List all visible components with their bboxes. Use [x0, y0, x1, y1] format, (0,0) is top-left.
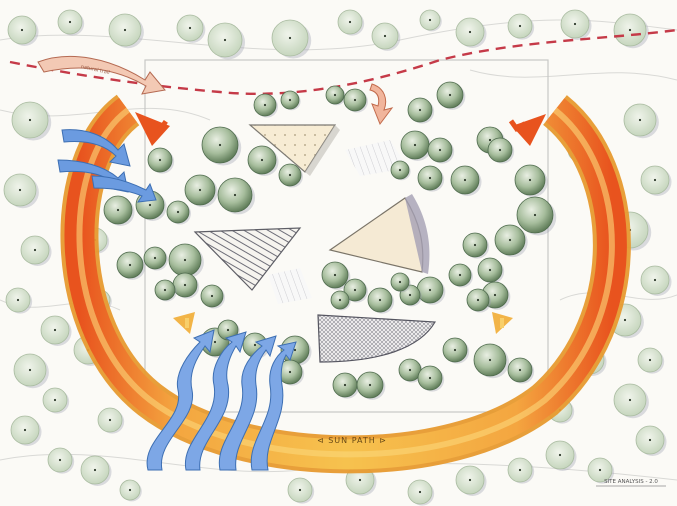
tree-canopy-icon — [391, 273, 411, 292]
tree-canopy-icon — [417, 277, 445, 305]
tree-canopy-icon — [144, 247, 168, 271]
background-tree-icon — [508, 14, 534, 40]
tree-canopy-icon — [418, 366, 444, 392]
background-tree-icon — [456, 18, 487, 48]
tree-canopy-icon — [449, 264, 473, 288]
sun-arrow-right — [509, 114, 546, 146]
background-tree-icon — [4, 174, 39, 208]
tree-canopy-icon — [333, 373, 359, 399]
background-tree-icon — [456, 466, 487, 496]
background-tree-icon — [43, 388, 69, 414]
sheet-title-block: SITE ANALYSIS - 2.0 — [596, 479, 666, 486]
background-tree-icon — [11, 416, 42, 446]
tree-canopy-icon — [515, 165, 548, 197]
background-tree-icon — [288, 478, 314, 504]
tree-canopy-icon — [248, 146, 279, 176]
tree-canopy-icon — [443, 338, 469, 364]
building-fan-crosshatch — [318, 315, 435, 362]
tree-canopy-icon — [326, 86, 346, 105]
background-tree-icon — [624, 104, 659, 138]
background-tree-icon — [208, 23, 245, 59]
sun-arrow-lower-right — [492, 312, 513, 334]
background-tree-icon — [109, 14, 144, 48]
building-fan-light — [330, 194, 429, 274]
tree-canopy-icon — [495, 225, 528, 257]
background-tree-icon — [641, 266, 672, 296]
tree-canopy-icon — [517, 197, 556, 236]
background-tree-icon — [638, 348, 664, 374]
tree-canopy-icon — [408, 98, 434, 124]
tree-canopy-icon — [428, 138, 454, 164]
tree-canopy-icon — [344, 89, 368, 113]
background-tree-icon — [6, 288, 32, 314]
background-tree-icon — [21, 236, 52, 266]
tree-canopy-icon — [104, 196, 135, 226]
background-tree-icon — [561, 10, 592, 40]
tree-canopy-icon — [391, 161, 411, 180]
view-arrow — [370, 84, 392, 124]
background-tree-icon — [408, 480, 434, 506]
background-tree-icon — [508, 458, 534, 484]
background-tree-icon — [48, 448, 74, 474]
tree-canopy-icon — [418, 166, 444, 192]
background-tree-icon — [372, 23, 400, 51]
tree-canopy-icon — [202, 127, 241, 166]
tree-canopy-icon — [451, 166, 482, 196]
sun-path-label: ⊲ SUN PATH ⊳ — [317, 436, 387, 445]
trail-arrow: natural trail — [38, 56, 165, 94]
background-tree-icon — [641, 166, 672, 196]
background-tree-icon — [272, 20, 311, 59]
tree-canopy-icon — [488, 138, 514, 164]
tree-canopy-icon — [508, 358, 534, 384]
tree-canopy-icon — [281, 91, 301, 110]
tree-canopy-icon — [185, 175, 218, 207]
tree-canopy-icon — [254, 94, 278, 118]
background-tree-icon — [41, 316, 72, 346]
background-trees — [4, 10, 672, 506]
sun-arrow-left — [135, 112, 170, 146]
background-tree-icon — [614, 384, 649, 418]
tree-canopy-icon — [117, 252, 145, 280]
tree-canopy-icon — [357, 372, 385, 400]
background-tree-icon — [546, 441, 577, 471]
background-tree-icon — [58, 10, 84, 36]
tree-canopy-icon — [201, 285, 225, 309]
background-tree-icon — [338, 10, 364, 36]
background-tree-icon — [636, 426, 667, 456]
background-tree-icon — [81, 456, 112, 486]
background-tree-icon — [120, 480, 142, 501]
tree-canopy-icon — [437, 82, 465, 110]
sun-arrow-lower-left — [173, 312, 195, 334]
tree-canopy-icon — [148, 148, 174, 174]
tree-canopy-icon — [478, 258, 504, 284]
background-tree-icon — [12, 102, 51, 141]
tree-canopy-icon — [173, 273, 199, 299]
sheet-title: SITE ANALYSIS - 2.0 — [604, 479, 658, 485]
tree-canopy-icon — [463, 233, 489, 259]
tree-canopy-icon — [401, 131, 432, 161]
background-tree-icon — [177, 15, 205, 43]
tree-canopy-icon — [167, 201, 191, 225]
background-tree-icon — [8, 16, 39, 46]
tree-canopy-icon — [474, 344, 509, 378]
background-tree-icon — [614, 14, 649, 48]
background-tree-icon — [420, 10, 442, 31]
background-tree-icon — [14, 354, 49, 388]
tree-canopy-icon — [368, 288, 394, 314]
background-tree-icon — [98, 408, 124, 434]
tree-canopy-icon — [218, 178, 255, 214]
